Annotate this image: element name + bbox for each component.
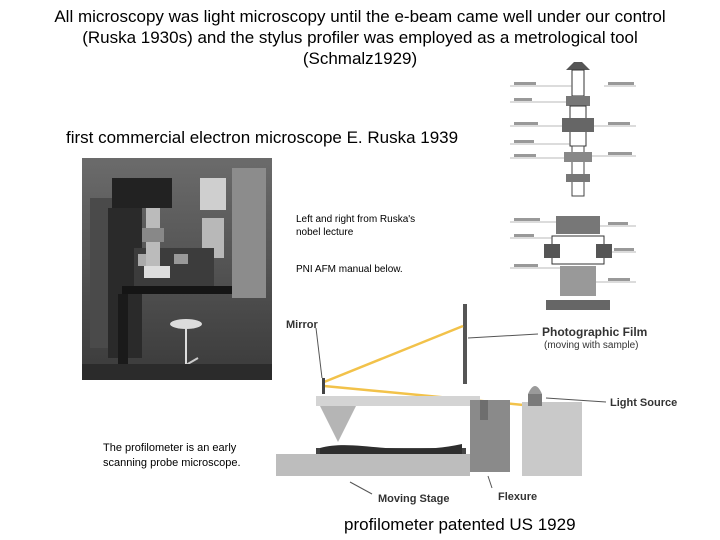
label-film-sub: (moving with sample): [544, 340, 638, 351]
ruska-note: Left and right from Ruska's nobel lectur…: [296, 213, 415, 239]
pni-note: PNI AFM manual below.: [296, 263, 403, 276]
label-flexure: Flexure: [498, 491, 537, 503]
profilometer-note-line-1: The profilometer is an early: [103, 441, 241, 456]
light-beam-incident: [324, 326, 463, 382]
caption: profilometer patented US 1929: [344, 515, 576, 535]
label-moving-stage: Moving Stage: [378, 493, 450, 505]
ruska-note-line-2: nobel lecture: [296, 226, 415, 239]
ruska-schematic-figure: [486, 56, 658, 316]
profilometer-note-line-2: scanning probe microscope.: [103, 456, 241, 471]
ruska-note-line-1: Left and right from Ruska's: [296, 213, 415, 226]
label-photographic-film: Photographic Film: [542, 325, 647, 339]
label-light-source: Light Source: [610, 397, 677, 409]
title-line-2: (Ruska 1930s) and the stylus profiler wa…: [0, 27, 720, 48]
subheading: first commercial electron microscope E. …: [66, 128, 458, 148]
label-mirror: Mirror: [286, 319, 319, 331]
profilometer-note: The profilometer is an early scanning pr…: [103, 441, 241, 471]
electron-microscope-photo: [82, 158, 272, 380]
profilometer-diagram: Mirror Photographic Film (moving with sa…: [276, 298, 700, 512]
title-line-1: All microscopy was light microscopy unti…: [0, 6, 720, 27]
